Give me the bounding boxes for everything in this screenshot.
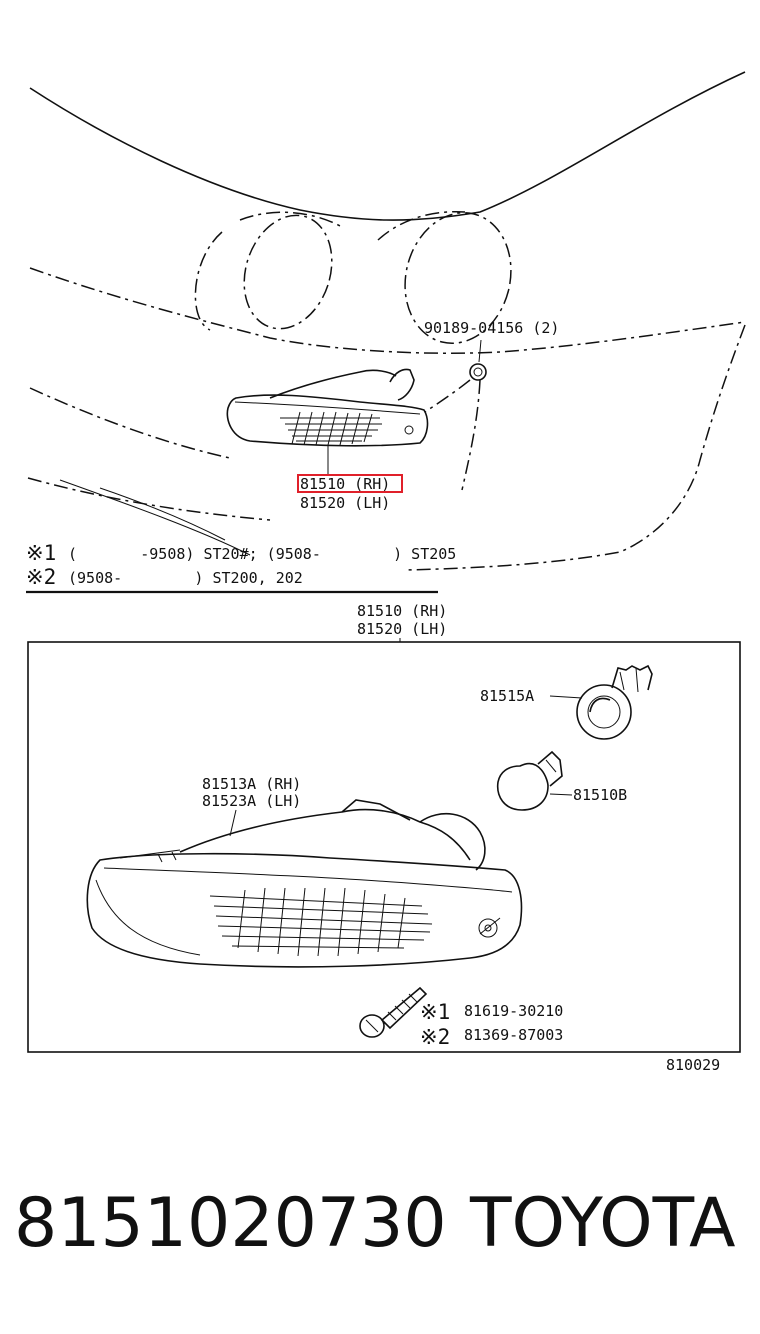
part-number: 8151020730 [14, 1184, 447, 1263]
lens-label-rh: 81513A (RH) [202, 775, 301, 793]
highlight-box [297, 474, 403, 493]
turn-signal-lamp-small [226, 368, 429, 476]
socket-label: 81515A [480, 687, 534, 705]
screw1-mark: ※1 [420, 1000, 450, 1024]
bulb-81510B [496, 750, 563, 811]
detail-frame [27, 641, 741, 1053]
diagram-code: 810029 [666, 1056, 720, 1074]
note1-text: ( -9508) ST20#; (9508- ) ST205 [68, 545, 456, 563]
clip-90189 [424, 339, 487, 413]
note2-mark: ※2 [26, 565, 56, 589]
screw2-part: 81369-87003 [464, 1026, 563, 1044]
part-label-lh: 81520 (LH) [300, 494, 390, 512]
screw [359, 986, 428, 1038]
vehicle-outline [27, 71, 746, 571]
brand-name: TOYOTA [470, 1184, 736, 1263]
turn-signal-lens-large [86, 799, 523, 968]
lens-label-lh: 81523A (LH) [202, 792, 301, 810]
clip-part-label: 90189-04156 (2) [424, 319, 559, 337]
part-label-rh: 81510 (RH) [300, 475, 390, 493]
assembly-label-lh: 81520 (LH) [357, 620, 447, 638]
screw2-mark: ※2 [420, 1025, 450, 1049]
note1-mark: ※1 [26, 541, 56, 565]
note2-text: (9508- ) ST200, 202 [68, 569, 303, 587]
assembly-label-rh: 81510 (RH) [357, 602, 447, 620]
socket-81515A [576, 664, 653, 740]
screw1-part: 81619-30210 [464, 1002, 563, 1020]
bulb-label: 81510B [573, 786, 627, 804]
